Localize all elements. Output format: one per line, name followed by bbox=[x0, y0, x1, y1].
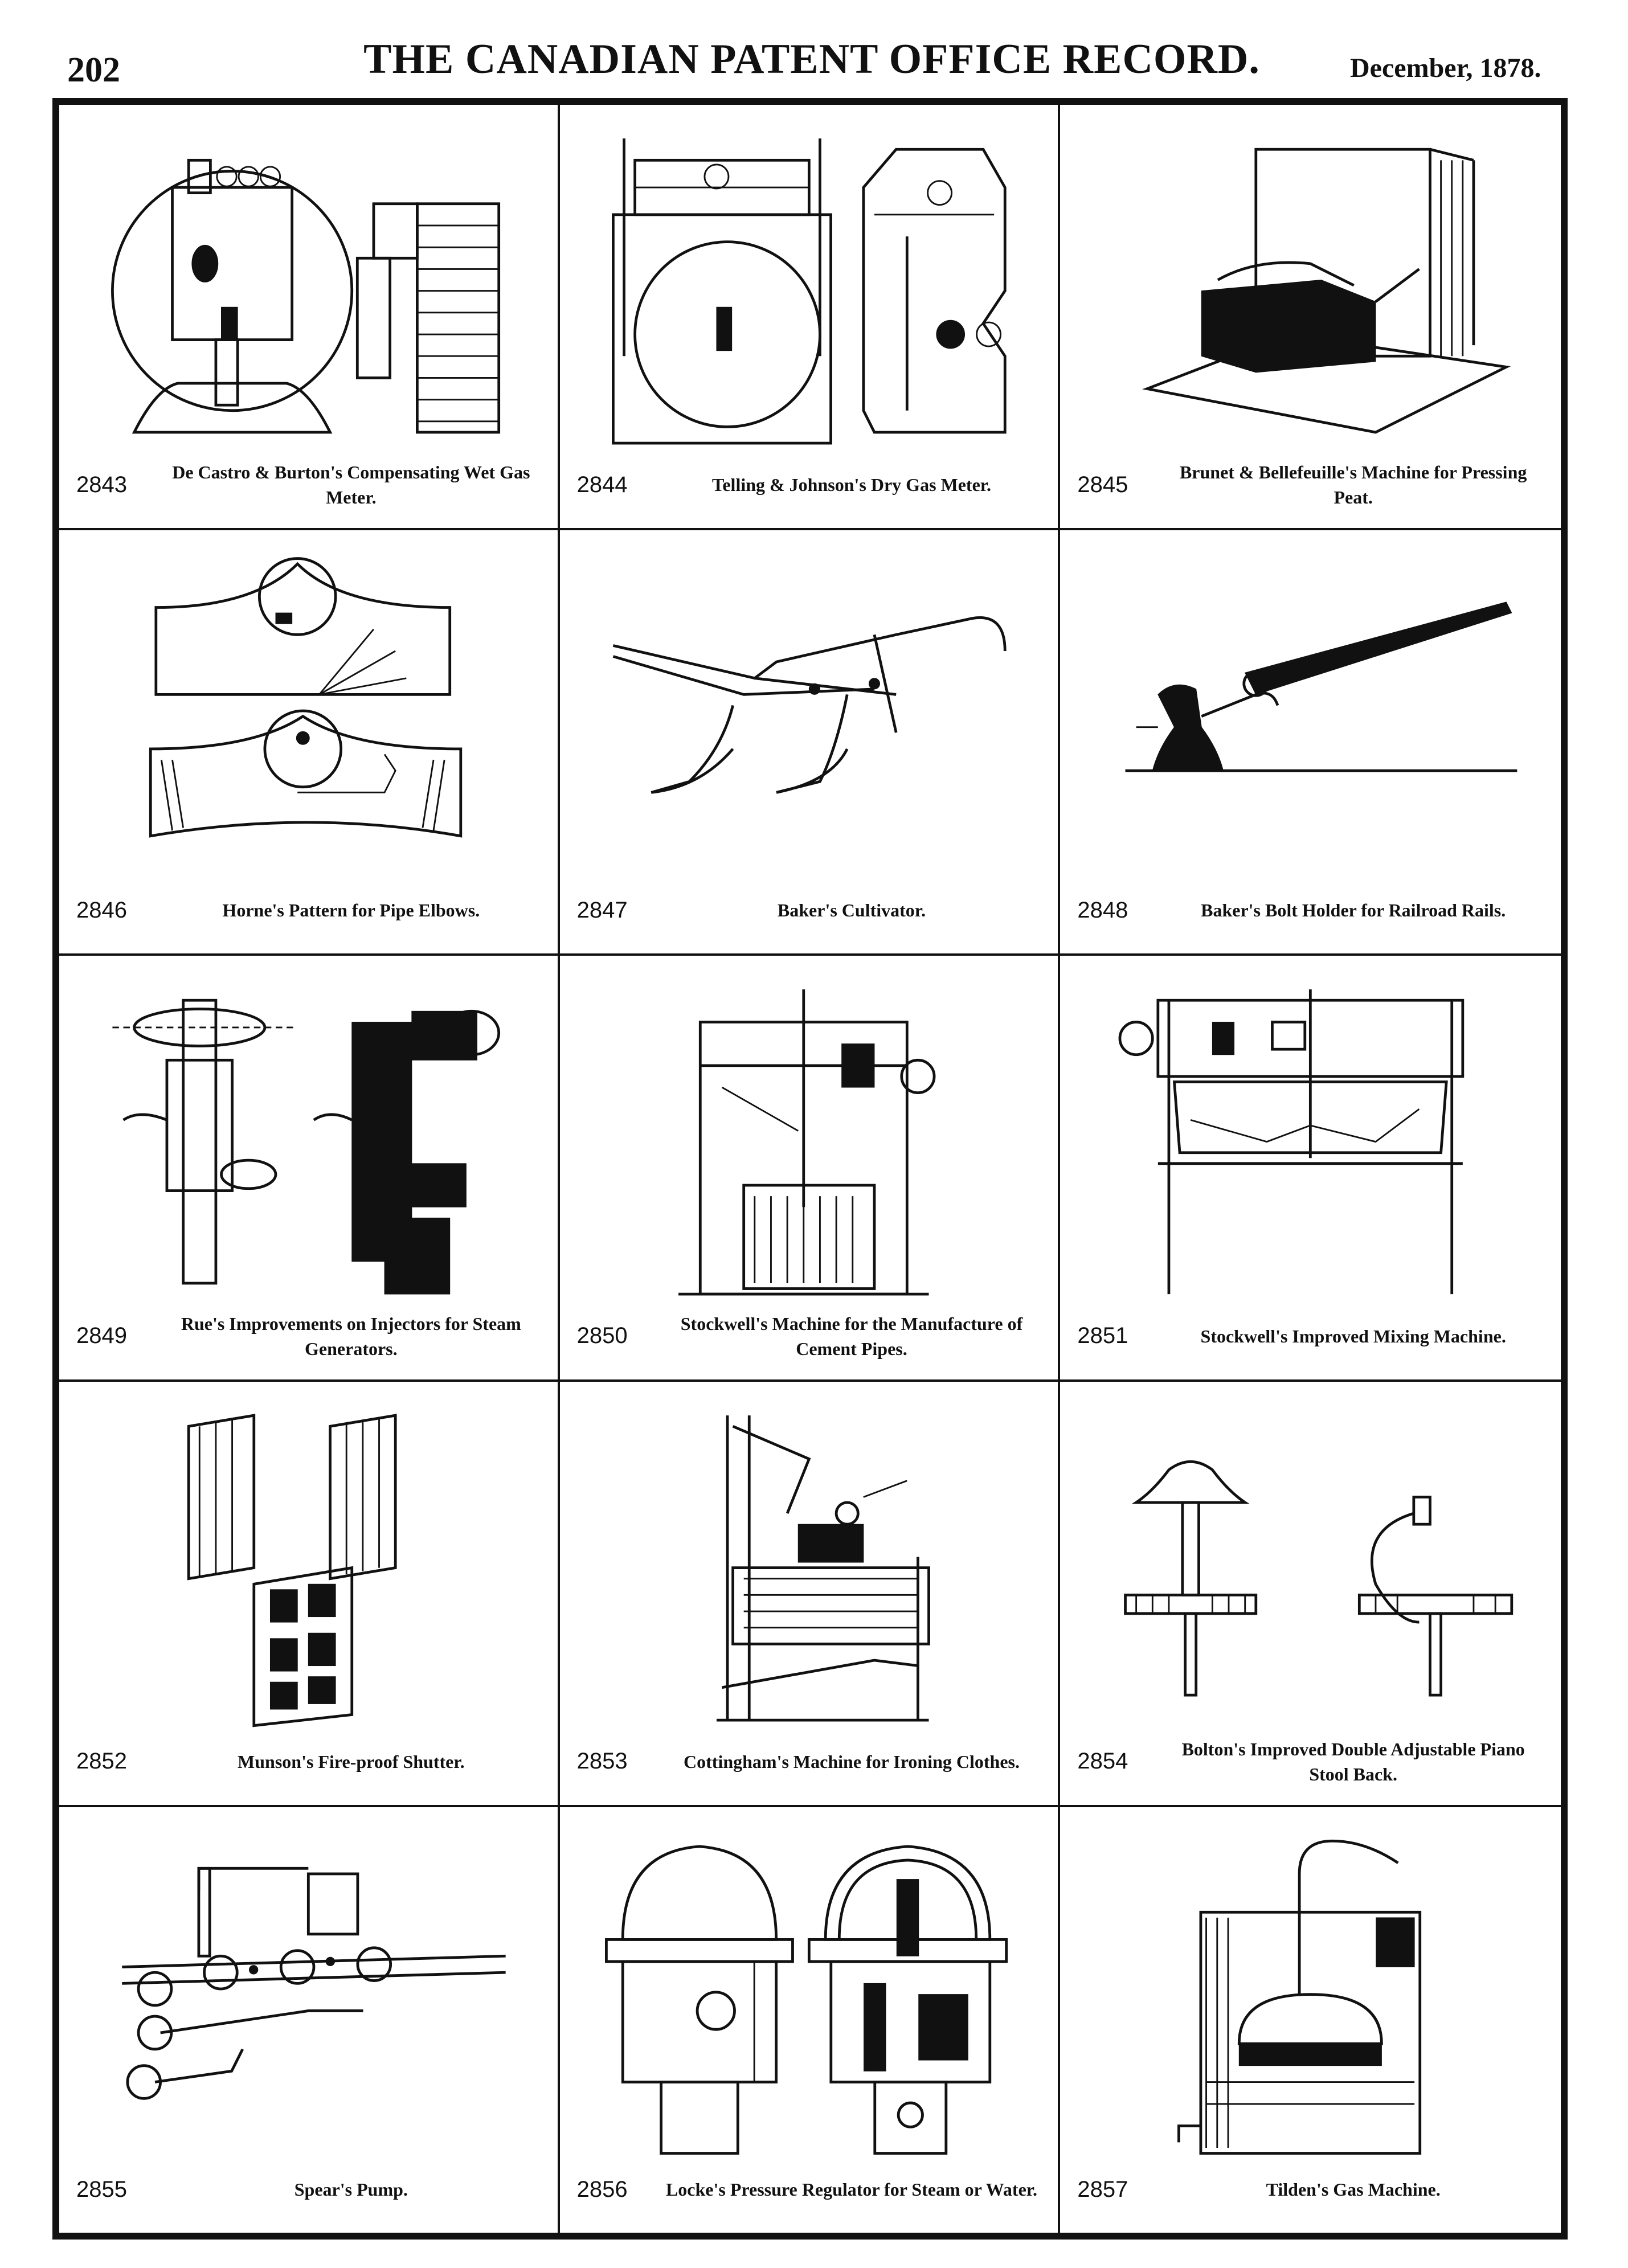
ironing-machine-icon bbox=[583, 1405, 1036, 1731]
figure-caption: 2848 Baker's Bolt Holder for Railroad Ra… bbox=[1077, 883, 1544, 938]
figure-cell: 2855 Spear's Pump. bbox=[59, 1807, 560, 2233]
gas-meter-icon bbox=[82, 128, 535, 454]
injector-icon bbox=[82, 979, 535, 1305]
figure-caption: 2854 Bolton's Improved Double Adjustable… bbox=[1077, 1734, 1544, 1789]
figure-title: Spear's Pump. bbox=[294, 2179, 408, 2200]
figure-cell: 2853 Cottingham's Machine for Ironing Cl… bbox=[559, 1381, 1061, 1807]
figure-caption: 2852 Munson's Fire-proof Shutter. bbox=[76, 1734, 541, 1789]
figure-number: 2848 bbox=[1077, 897, 1128, 923]
figure-title: Telling & Johnson's Dry Gas Meter. bbox=[711, 474, 992, 496]
figure-number: 2850 bbox=[576, 1323, 628, 1349]
page-number: 202 bbox=[67, 51, 120, 89]
figure-title: Tilden's Gas Machine. bbox=[1266, 2179, 1441, 2200]
figure-title: Locke's Pressure Regulator for Steam or … bbox=[665, 2179, 1038, 2200]
figure-title: Baker's Bolt Holder for Railroad Rails. bbox=[1201, 900, 1506, 921]
figure-title: Horne's Pattern for Pipe Elbows. bbox=[222, 900, 480, 921]
figure-number: 2855 bbox=[76, 2176, 127, 2202]
figure-caption: 2856 Locke's Pressure Regulator for Stea… bbox=[577, 2162, 1041, 2217]
figure-number: 2857 bbox=[1077, 2176, 1128, 2202]
figure-number: 2847 bbox=[576, 897, 628, 923]
peat-press-icon bbox=[1083, 128, 1538, 454]
figure-grid: 2843 De Castro & Burton's Compensating W… bbox=[52, 98, 1568, 2240]
figure-title: Stockwell's Machine for the Manufacture … bbox=[680, 1313, 1023, 1359]
figure-caption: 2844 Telling & Johnson's Dry Gas Meter. bbox=[577, 457, 1041, 512]
figure-cell: 2850 Stockwell's Machine for the Manufac… bbox=[559, 956, 1061, 1382]
figure-cell: 2843 De Castro & Burton's Compensating W… bbox=[59, 105, 560, 531]
bolt-holder-icon bbox=[1083, 553, 1538, 879]
figure-title: Brunet & Bellefeuille's Machine for Pres… bbox=[1179, 462, 1527, 508]
figure-cell: 2845 Brunet & Bellefeuille's Machine for… bbox=[1060, 105, 1561, 531]
figure-cell: 2854 Bolton's Improved Double Adjustable… bbox=[1060, 1382, 1561, 1807]
pressure-regulator-icon bbox=[583, 1830, 1036, 2159]
figure-number: 2851 bbox=[1077, 1323, 1128, 1349]
page-title: THE CANADIAN PATENT OFFICE RECORD. bbox=[363, 36, 1260, 83]
figure-caption: 2843 De Castro & Burton's Compensating W… bbox=[76, 457, 541, 512]
figure-title: Bolton's Improved Double Adjustable Pian… bbox=[1181, 1738, 1525, 1784]
figure-cell: 2856 Locke's Pressure Regulator for Stea… bbox=[560, 1807, 1061, 2233]
figure-caption: 2847 Baker's Cultivator. bbox=[577, 883, 1041, 938]
figure-number: 2852 bbox=[76, 1749, 127, 1774]
figure-caption: 2853 Cottingham's Machine for Ironing Cl… bbox=[577, 1734, 1041, 1789]
figure-cell: 2852 Munson's Fire-proof Shutter. bbox=[59, 1381, 560, 1807]
figure-caption: 2855 Spear's Pump. bbox=[76, 2162, 541, 2217]
figure-title: Cottingham's Machine for Ironing Clothes… bbox=[684, 1751, 1020, 1772]
figure-caption: 2850 Stockwell's Machine for the Manufac… bbox=[577, 1309, 1041, 1364]
figure-title: Munson's Fire-proof Shutter. bbox=[238, 1751, 465, 1772]
figure-number: 2854 bbox=[1077, 1749, 1128, 1774]
figure-number: 2846 bbox=[76, 897, 127, 923]
figure-number: 2849 bbox=[76, 1323, 127, 1349]
figure-caption: 2849 Rue's Improvements on Injectors for… bbox=[76, 1309, 541, 1364]
figure-caption: 2845 Brunet & Bellefeuille's Machine for… bbox=[1077, 457, 1544, 512]
figure-cell: 2857 Tilden's Gas Machine. bbox=[1060, 1807, 1561, 2233]
mixing-machine-icon bbox=[1083, 979, 1538, 1305]
gas-machine-icon bbox=[1083, 1830, 1538, 2159]
cultivator-icon bbox=[583, 553, 1036, 879]
pump-icon bbox=[82, 1830, 535, 2159]
page-header: 202 THE CANADIAN PATENT OFFICE RECORD. D… bbox=[0, 0, 1628, 103]
figure-number: 2853 bbox=[576, 1749, 628, 1774]
piano-stool-icon bbox=[1083, 1405, 1538, 1731]
figure-number: 2844 bbox=[576, 472, 628, 497]
figure-cell: 2851 Stockwell's Improved Mixing Machine… bbox=[1060, 956, 1561, 1382]
fireproof-shutter-icon bbox=[82, 1405, 535, 1731]
figure-cell: 2847 Baker's Cultivator. bbox=[559, 530, 1061, 956]
pipe-elbow-pattern-icon bbox=[82, 553, 535, 879]
figure-cell: 2844 Telling & Johnson's Dry Gas Meter. bbox=[559, 105, 1061, 531]
figure-title: Baker's Cultivator. bbox=[777, 900, 926, 921]
dry-gas-meter-icon bbox=[583, 128, 1036, 454]
figure-number: 2856 bbox=[576, 2176, 628, 2202]
figure-cell: 2846 Horne's Pattern for Pipe Elbows. bbox=[59, 530, 560, 956]
figure-title: De Castro & Burton's Compensating Wet Ga… bbox=[172, 462, 530, 508]
figure-caption: 2857 Tilden's Gas Machine. bbox=[1077, 2162, 1544, 2217]
figure-title: Rue's Improvements on Injectors for Stea… bbox=[181, 1313, 521, 1359]
figure-cell: 2848 Baker's Bolt Holder for Railroad Ra… bbox=[1060, 530, 1561, 956]
figure-cell: 2849 Rue's Improvements on Injectors for… bbox=[59, 956, 560, 1382]
cement-pipe-machine-icon bbox=[583, 979, 1036, 1305]
figure-number: 2843 bbox=[76, 472, 127, 497]
figure-caption: 2851 Stockwell's Improved Mixing Machine… bbox=[1077, 1309, 1544, 1364]
figure-title: Stockwell's Improved Mixing Machine. bbox=[1200, 1325, 1506, 1346]
figure-number: 2845 bbox=[1077, 472, 1128, 497]
page-date: December, 1878. bbox=[1350, 53, 1541, 83]
figure-caption: 2846 Horne's Pattern for Pipe Elbows. bbox=[76, 883, 541, 938]
